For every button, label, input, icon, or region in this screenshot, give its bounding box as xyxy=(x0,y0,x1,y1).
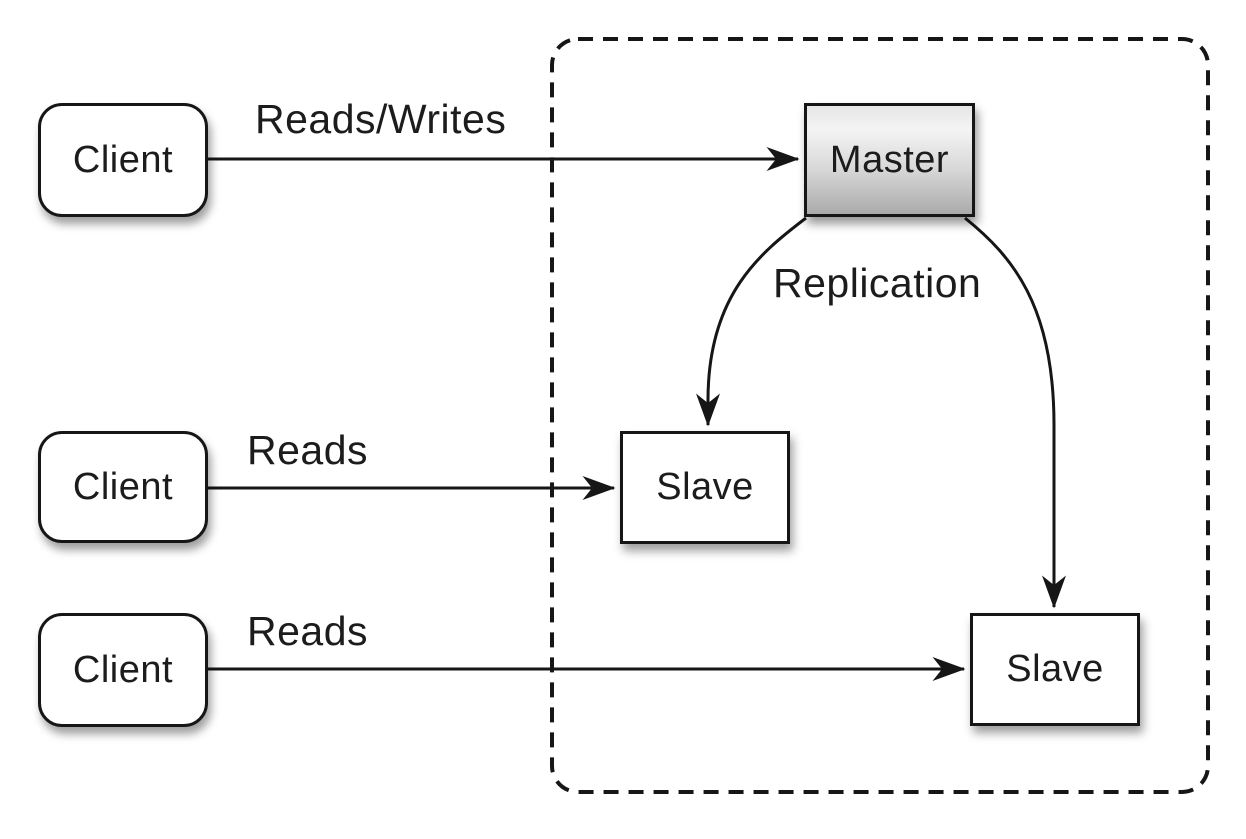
arrow-master-slave2 xyxy=(964,216,1066,609)
edge-label-reads-slave1: Reads xyxy=(247,427,369,473)
slave-node-1-label: Slave xyxy=(656,466,754,508)
client-node-1: Client xyxy=(38,103,208,217)
client-node-1-label: Client xyxy=(72,138,174,181)
slave-node-2: Slave xyxy=(970,613,1140,726)
slave-node-1: Slave xyxy=(620,431,790,544)
client-node-3: Client xyxy=(38,613,208,727)
client-node-2-label: Client xyxy=(72,465,174,508)
master-node: Master xyxy=(804,103,975,217)
client-node-3-label: Client xyxy=(72,648,174,691)
client-node-2: Client xyxy=(38,431,208,543)
replication-group-boundary xyxy=(550,37,1210,794)
edge-label-reads-slave2: Reads xyxy=(247,608,369,654)
edge-label-reads-writes: Reads/Writes xyxy=(255,96,507,142)
master-node-label: Master xyxy=(829,138,950,181)
slave-node-2-label: Slave xyxy=(1006,648,1104,690)
edge-label-replication: Replication xyxy=(773,260,982,306)
arrow-master-slave1 xyxy=(696,216,807,427)
